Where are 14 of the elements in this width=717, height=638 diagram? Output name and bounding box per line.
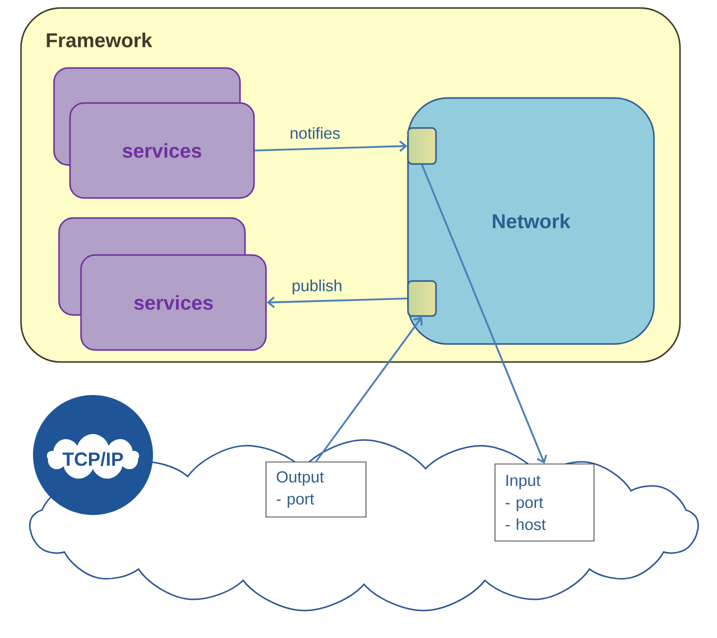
edge-label: publish — [290, 278, 344, 296]
protocol-badge: TCP/IP — [33, 395, 153, 515]
note-box: Input - port - host — [494, 464, 594, 542]
arrow — [254, 140, 408, 152]
note-box: Output - port — [266, 462, 366, 518]
service-box: services — [80, 254, 267, 351]
service-box: services — [69, 102, 255, 199]
edge-label: notifies — [288, 126, 342, 140]
arrow — [266, 296, 408, 308]
arrow — [421, 164, 548, 464]
network-box: Network — [407, 97, 655, 345]
port-box — [407, 280, 437, 317]
port-box — [407, 127, 437, 165]
arrow — [315, 316, 423, 462]
